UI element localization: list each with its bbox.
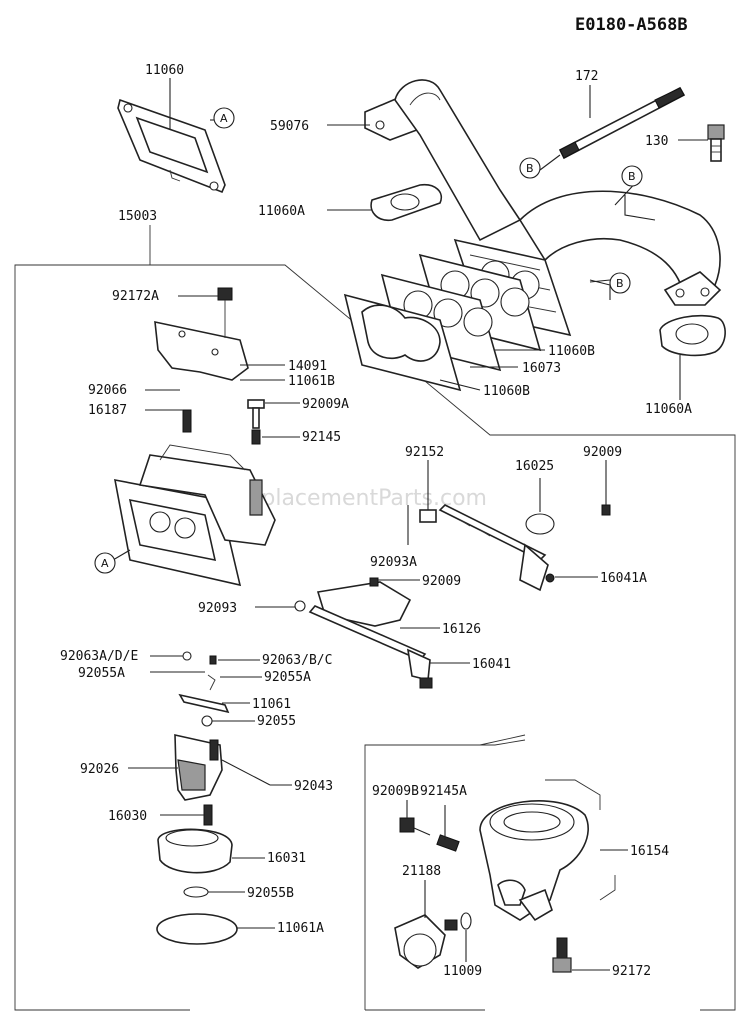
stud-172 [558, 86, 686, 160]
label-11009: 11009 [443, 964, 482, 979]
label-16041: 16041 [472, 657, 511, 672]
label-11060B-upper: 11060B [548, 344, 595, 359]
label-92043: 92043 [294, 779, 333, 794]
label-92055B: 92055B [247, 886, 294, 901]
callout-b-upper: B [621, 165, 643, 187]
label-16073: 16073 [522, 361, 561, 376]
float-bowl-assembly [156, 651, 271, 945]
bracket-14091 [154, 287, 249, 381]
gasket-11060 [117, 98, 226, 194]
label-92172A: 92172A [112, 289, 159, 304]
label-11061B: 11061B [288, 374, 335, 389]
label-11060A-right: 11060A [645, 402, 692, 417]
callout-a-left: A [94, 552, 116, 574]
label-16030: 16030 [108, 809, 147, 824]
spring-92145A [436, 834, 460, 852]
label-11060A-top: 11060A [258, 204, 305, 219]
label-92066: 92066 [88, 383, 127, 398]
part-labels: 11060 15003 172 59076 130 11060A 11060B … [60, 63, 692, 979]
label-92026: 92026 [80, 762, 119, 777]
label-92055: 92055 [257, 714, 296, 729]
label-21188: 21188 [402, 864, 441, 879]
callout-b-lower-label: B [616, 277, 624, 290]
label-11061: 11061 [252, 697, 291, 712]
label-92009A: 92009A [302, 397, 349, 412]
label-92093A: 92093A [370, 555, 417, 570]
screw-92009B [399, 817, 431, 836]
label-92093: 92093 [198, 601, 237, 616]
label-92172: 92172 [612, 964, 651, 979]
label-11060B-lower: 11060B [483, 384, 530, 399]
bolt-92172 [552, 937, 572, 973]
callout-b-stud: B [519, 157, 541, 179]
label-92063ADE: 92063A/D/E [60, 649, 138, 664]
callout-a-top: A [213, 107, 235, 129]
label-15003: 15003 [118, 209, 157, 224]
label-16187: 16187 [88, 403, 127, 418]
label-130: 130 [645, 134, 668, 149]
group-frame-15003 [14, 225, 736, 1011]
primer-housing-16154 [479, 800, 589, 922]
label-92055A-left: 92055A [78, 666, 125, 681]
carburetor-body [113, 409, 276, 587]
label-92145A: 92145A [420, 784, 467, 799]
label-92055A-right: 92055A [264, 670, 311, 685]
callout-b-stud-label: B [526, 162, 534, 175]
label-92009-mid: 92009 [422, 574, 461, 589]
label-92152: 92152 [405, 445, 444, 460]
gasket-stack-11060B-16073 [343, 253, 542, 392]
callout-a-top-label: A [220, 112, 228, 125]
label-11060: 11060 [145, 63, 184, 78]
label-16025: 16025 [515, 459, 554, 474]
diagram-code: E0180-A568B [575, 15, 688, 35]
o-ring-11009 [460, 912, 472, 930]
callout-b-lower: B [609, 272, 631, 294]
label-16031: 16031 [267, 851, 306, 866]
label-16154: 16154 [630, 844, 669, 859]
screw-92009A [247, 399, 265, 445]
group-frame-16154 [364, 734, 616, 1011]
label-11061A: 11061A [277, 921, 324, 936]
gasket-11060A-right [659, 314, 726, 357]
callout-a-left-label: A [101, 557, 109, 570]
label-92009B: 92009B [372, 784, 419, 799]
label-16041A: 16041A [600, 571, 647, 586]
label-14091: 14091 [288, 359, 327, 374]
gasket-11060A-top [370, 183, 442, 222]
solenoid-21188 [394, 914, 458, 969]
label-172: 172 [575, 69, 598, 84]
label-92009-top: 92009 [583, 445, 622, 460]
label-16126: 16126 [442, 622, 481, 637]
label-92145: 92145 [302, 430, 341, 445]
choke-plate-16126 [294, 577, 433, 689]
callout-b-upper-label: B [628, 170, 636, 183]
label-92063BC: 92063/B/C [262, 653, 332, 668]
label-59076: 59076 [270, 119, 309, 134]
throttle-shaft-16041A [419, 504, 611, 592]
bolt-130 [707, 124, 725, 162]
